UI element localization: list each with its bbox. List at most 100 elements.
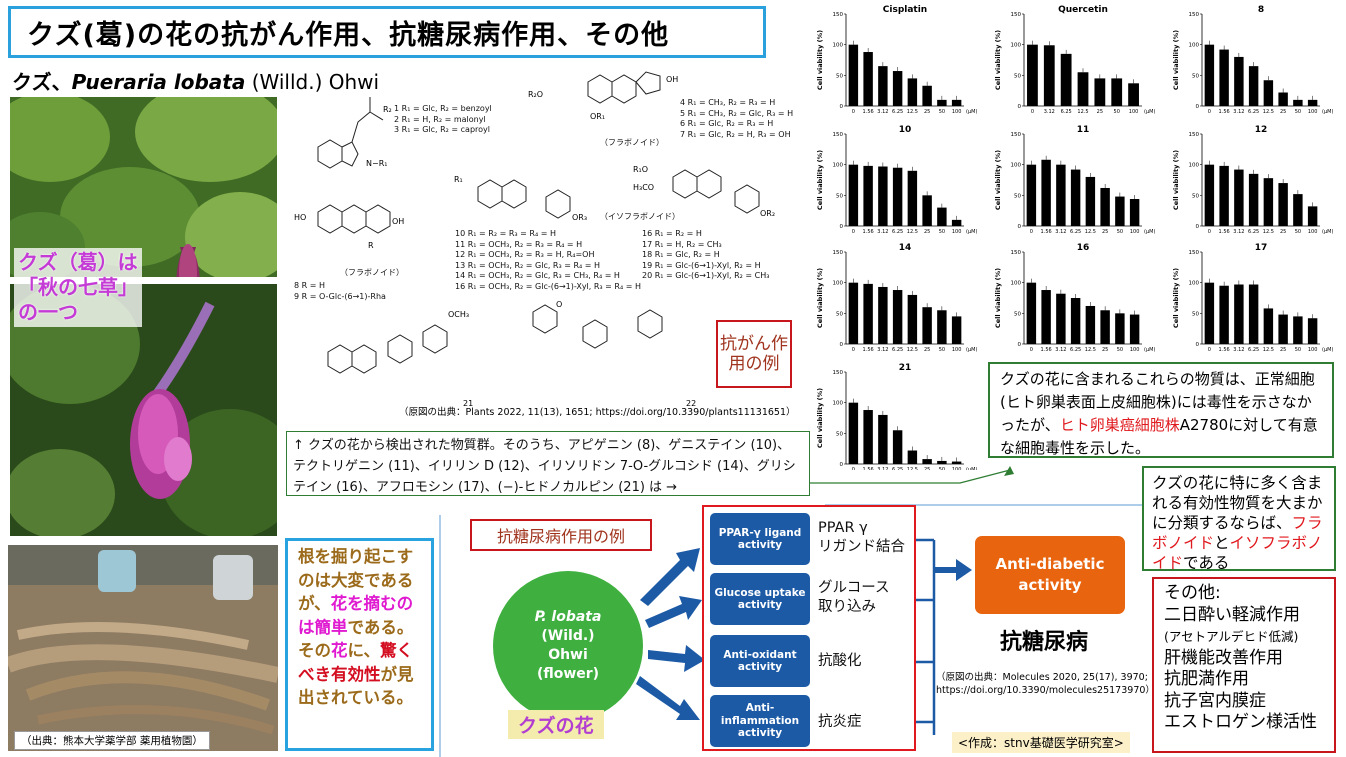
chart-x-tick-label: 1.56 [863,347,874,353]
chart-title: 12 [1255,125,1268,135]
chart-title: 10 [899,125,912,135]
chart-y-tick-label: 100 [833,43,844,49]
chart-x-tick-label: 0 [852,467,855,470]
chart-ylabel: Cell viability (%) [1172,150,1180,210]
chart-bar [848,282,859,344]
chart-x-tick-label: 0 [1208,109,1211,115]
svg-text:O: O [556,300,562,309]
chart-bar [1248,173,1259,226]
chart-unit-label: (μM) [966,229,977,235]
other-effects-title: その他: [1164,583,1221,603]
chart-x-tick-label: 50 [1295,109,1301,115]
other-effect-item: エストロゲン様活性 [1164,712,1317,732]
chart-y-tick-label: 0 [840,462,844,468]
chart-bar [1060,53,1072,106]
chart-x-tick-label: 3.12 [1233,229,1244,235]
output-arrowhead [956,559,972,581]
chart-bar [1077,72,1089,106]
flavonoid-class-note: クズの花に特に多く含まれる有効性物質を大まかに分類するならば、フラボノイドとイソ… [1142,466,1336,572]
source2-line: https://doi.org/10.3390/molecules2517397… [936,685,1155,696]
chart-x-tick-label: 3.12 [1233,347,1244,353]
chart-x-tick-label: 6.25 [892,347,903,353]
chart-x-tick-label: 1.56 [863,467,874,470]
compound-row: 16 R₁ = OCH₃, R₂ = Glc-(6→1)-Xyl, R₃ = R… [455,281,641,291]
chart-bar [937,99,947,106]
chart-x-tick-label: 100 [952,467,962,470]
chart-ylabel: Cell viability (%) [994,268,1002,328]
compound-row: 10 R₁ = R₂ = R₃ = R₄ = H [455,229,556,238]
chart-x-tick-label: 50 [1295,347,1301,353]
chart-bar [878,66,888,106]
chart-bar [951,219,962,226]
chart-y-tick-label: 0 [1018,104,1022,110]
chart-ylabel: Cell viability (%) [816,150,824,210]
source2-line: （原図の出典：Molecules 2020, 25(17), 3970; [936,672,1148,683]
compound-row: 16 R₁ = R₂ = H [642,229,702,238]
chart-y-tick-label: 50 [1192,73,1199,79]
compound-row: 20 R₁ = Glc-(6→1)-Xyl, R₂ = CH₃ [642,271,770,280]
chart-bar [1204,164,1215,226]
compound-row: 5 R₁ = CH₃, R₂ = Glc, R₃ = H [680,108,794,118]
chart-bar [1100,310,1110,344]
cell-note-highlight: ヒト卵巣癌細胞株 [1059,416,1180,434]
chart-bar [1219,285,1229,344]
chart-y-tick-label: 100 [1189,281,1200,287]
aki-nanakusa-note: クズ（葛）は 「秋の七草」 の一つ [14,248,142,327]
chart-x-tick-label: 0 [852,229,855,235]
compound-row: 1 R₁ = Glc, R₂ = benzoyl [394,104,492,113]
chart-bar [907,170,918,226]
chart-x-tick-label: 12.5 [1077,109,1088,115]
kudzu-flower-photo [10,284,277,536]
chart-bar [951,316,962,344]
other-effect-item: 肝機能改善作用 [1164,647,1283,668]
compounds-1-3-list: 1 R₁ = Glc, R₂ = benzoyl 2 R₁ = H, R₂ = … [394,104,492,136]
mechanism-jp-line: PPAR γ [818,520,868,536]
chart-bar [1115,313,1125,344]
species-name: Pueraria lobata [71,70,246,94]
root-vs-flower-note: 根を掘り起こすのは大変であるが、花を摘むのは簡単である。その花に、驚くべき有効性… [285,538,434,751]
chart-y-tick-label: 50 [1192,193,1199,199]
flavonoid-highlight: フラボノイド [1152,514,1323,552]
p-lobata-flower-circle: P. lobata (Wild.) Ohwi (flower) [493,571,643,721]
species-subtitle: クズ、Pueraria lobata (Willd.) Ohwi [12,66,379,95]
root-note-highlight-1: 花を摘むのは簡単 [298,594,414,637]
chart-title: 16 [1077,243,1090,253]
chart-x-tick-label: 1.56 [1041,347,1052,353]
chart-bar [1070,169,1081,226]
chart-x-tick-label: 6.25 [892,467,903,470]
compound-row: 3 R₁ = Glc, R₂ = caproyl [394,125,490,134]
compound-row: 6 R₁ = Glc, R₂ = R₃ = H [680,119,774,128]
chart-title: 8 [1258,5,1264,15]
chart-unit-label: (μM) [1144,109,1155,115]
chart-bar [1204,44,1215,106]
chart-x-tick-label: 50 [1117,229,1123,235]
chart-bar [922,85,932,106]
chart-bar [1129,199,1140,226]
chart-y-tick-label: 0 [1018,224,1022,230]
svg-text:OR₂: OR₂ [760,209,775,218]
compounds-10-16-list: 10 R₁ = R₂ = R₃ = R₄ = H 11 R₁ = OCH₃, R… [455,229,641,292]
chart-title: Cisplatin [883,5,927,15]
chart-y-tick-label: 150 [1011,250,1022,256]
mechanism-antioxidant-jp: 抗酸化 [818,653,862,669]
compound-row: 14 R₁ = OCH₃, R₂ = Glc, R₃ = CH₃, R₄ = H [455,271,620,280]
overlay-line-2: 「秋の七草」 [18,275,138,299]
chart-bar [1041,159,1051,226]
chart-bar [1070,298,1081,344]
chart-y-tick-label: 50 [1014,73,1021,79]
chart-bar [1263,80,1274,106]
chart-bar [863,283,873,344]
chart-x-tick-label: 50 [939,229,945,235]
chart-y-tick-label: 150 [833,250,844,256]
svg-text:OR₃: OR₃ [572,213,587,222]
circle-to-mechanism-arrows [636,548,705,720]
svg-text:R: R [368,241,374,250]
mechanism-antioxidant: Anti-oxidant activity [710,635,810,687]
chart-bar [1129,314,1140,344]
chart-bar [1307,99,1318,106]
chart-y-tick-label: 100 [1011,163,1022,169]
